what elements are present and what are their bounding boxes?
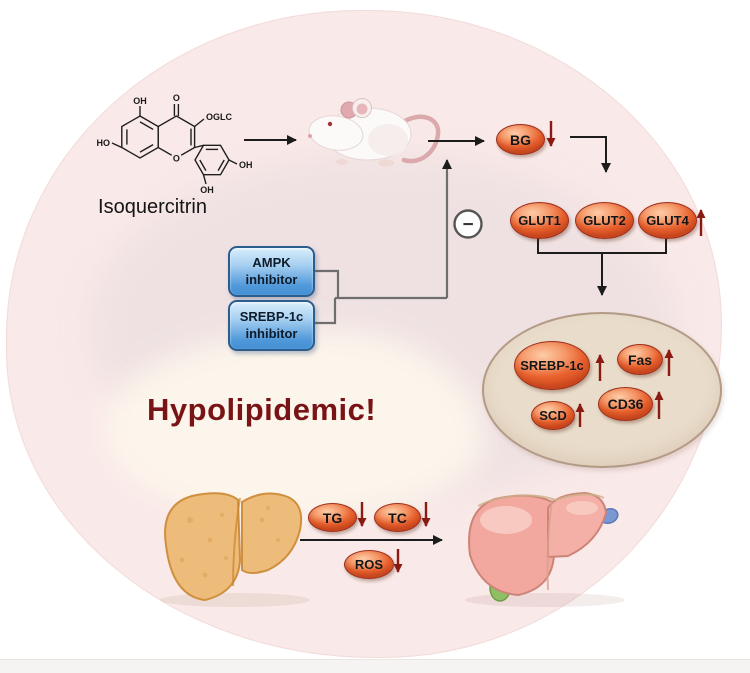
connector-ampk — [311, 269, 340, 298]
node-cd36: CD36 — [598, 387, 653, 421]
structure-label-ho-left: HO — [97, 138, 111, 148]
compound-name-label: Isoquercitrin — [98, 196, 207, 218]
srebp1c-inhibitor-line2: inhibitor — [245, 325, 298, 341]
inhibition-minus-icon: − — [453, 209, 483, 239]
fatty-liver-icon — [160, 492, 310, 607]
structure-label-ring-o: O — [173, 154, 180, 164]
node-glut1: GLUT1 — [510, 202, 569, 239]
node-tc: TC — [374, 503, 421, 532]
node-fas: Fas — [617, 344, 663, 375]
node-ros: ROS — [344, 550, 394, 579]
structure-label-oh-bottom: OH — [200, 185, 214, 195]
node-bg: BG — [496, 124, 545, 155]
isoquercitrin-structure-icon — [111, 104, 238, 185]
node-glut2: GLUT2 — [575, 202, 634, 239]
structure-label-ketone-o: O — [173, 93, 180, 103]
highlight-blob — [104, 330, 484, 520]
arrow-bg-to-glut — [570, 136, 611, 173]
srebp1c-inhibitor-box: SREBP-1c inhibitor — [228, 300, 315, 351]
glut-bracket — [537, 238, 667, 254]
mouse-icon — [308, 98, 441, 167]
structure-label-oglc: OGLC — [206, 112, 232, 122]
structure-label-oh-top: OH — [133, 96, 147, 106]
structure-label-oh-right: OH — [239, 160, 253, 170]
headline-text: Hypolipidemic! — [147, 392, 377, 427]
ampk-inhibitor-line1: AMPK — [252, 255, 291, 271]
healthy-liver-icon — [465, 491, 625, 607]
svg-text:−: − — [462, 215, 473, 236]
node-scd: SCD — [531, 401, 575, 430]
node-srebp1c: SREBP-1c — [514, 341, 590, 390]
node-tg: TG — [308, 503, 357, 532]
bottom-strip — [0, 659, 750, 673]
ampk-inhibitor-line2: inhibitor — [245, 271, 298, 287]
ampk-inhibitor-box: AMPK inhibitor — [228, 246, 315, 297]
lipogenesis-organelle-oval — [482, 312, 722, 468]
srebp1c-inhibitor-line1: SREBP-1c — [239, 309, 304, 325]
connector-srebp1c — [311, 298, 337, 325]
node-glut4: GLUT4 — [638, 202, 697, 239]
